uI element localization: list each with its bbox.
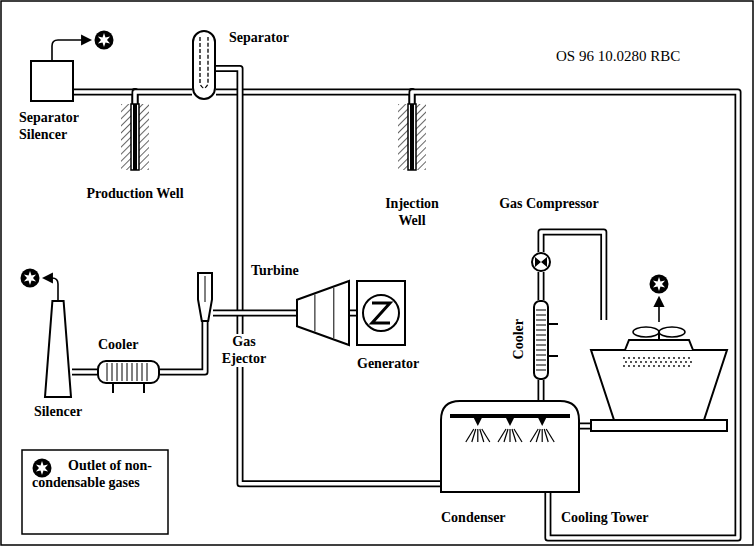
- pipe: [216, 92, 412, 104]
- plant-component: Separator: [192, 30, 216, 100]
- component-label: Turbine: [250, 263, 310, 280]
- component-label: Gas Ejector: [215, 334, 273, 367]
- component-shape: [192, 30, 216, 100]
- component-label: Condenser: [440, 510, 530, 527]
- plant-component: Cooler: [533, 300, 549, 380]
- outlet-arrow: [52, 40, 90, 60]
- outlet-arrow: [44, 278, 58, 300]
- component-shape: [296, 280, 350, 346]
- plant-component: Silencer: [44, 300, 72, 398]
- pipe: [412, 92, 738, 538]
- component-shape: [590, 320, 728, 432]
- legend-box: [22, 450, 168, 534]
- component-shape: [440, 400, 580, 493]
- plant-component: Cooler: [97, 360, 160, 384]
- component-label: Cooler: [97, 337, 157, 354]
- outlet-arrow: [658, 298, 660, 322]
- plant-component: Turbine: [296, 280, 350, 346]
- plant-component: Injection Well: [398, 104, 426, 170]
- component-shape: [121, 104, 149, 170]
- component-shape: [533, 300, 549, 380]
- component-shape: [30, 60, 74, 102]
- plant-component: Separator Silencer: [30, 60, 74, 102]
- plant-component: Condenser: [440, 400, 580, 493]
- outlet-symbol: [95, 31, 114, 50]
- component-label: Separator Silencer: [18, 110, 90, 143]
- legend-symbol: [33, 459, 52, 478]
- pipe: [160, 322, 205, 372]
- pipe: [580, 426, 590, 427]
- pipe: [541, 232, 604, 320]
- component-label: Gas Compressor: [469, 196, 629, 213]
- component-shape: [398, 104, 426, 170]
- pipe: [541, 272, 542, 300]
- outlet-symbol: [21, 269, 40, 288]
- component-label: Cooler: [511, 309, 528, 369]
- pipe: [213, 313, 296, 314]
- component-label: Cooling Tower: [560, 510, 700, 527]
- pipe: [216, 69, 440, 484]
- plant-component: Generator: [356, 280, 406, 346]
- plant-component: Cooling Tower: [590, 320, 728, 432]
- drawing-number: OS 96 10.0280 RBC: [556, 48, 680, 65]
- legend-text: Outlet of non-condensable gases: [32, 458, 160, 492]
- plant-component: Gas Compressor: [531, 252, 551, 272]
- component-label: Production Well: [85, 186, 185, 203]
- plant-component: Production Well: [121, 104, 149, 170]
- component-shape: [197, 272, 213, 322]
- component-shape: [531, 252, 551, 272]
- component-label: Separator: [228, 30, 308, 47]
- plant-component: Gas Ejector: [197, 272, 213, 322]
- component-shape: [44, 300, 72, 398]
- pipe: [135, 92, 192, 104]
- pipe: [72, 372, 97, 373]
- component-label: Injection Well: [370, 196, 454, 229]
- pipe: [350, 313, 356, 314]
- pipe: [540, 380, 541, 400]
- component-label: Generator: [356, 356, 456, 373]
- outlet-symbol: [650, 275, 669, 294]
- component-shape: [97, 360, 160, 384]
- component-label: Silencer: [18, 404, 98, 421]
- component-shape: [356, 280, 406, 346]
- pipe: [74, 92, 135, 104]
